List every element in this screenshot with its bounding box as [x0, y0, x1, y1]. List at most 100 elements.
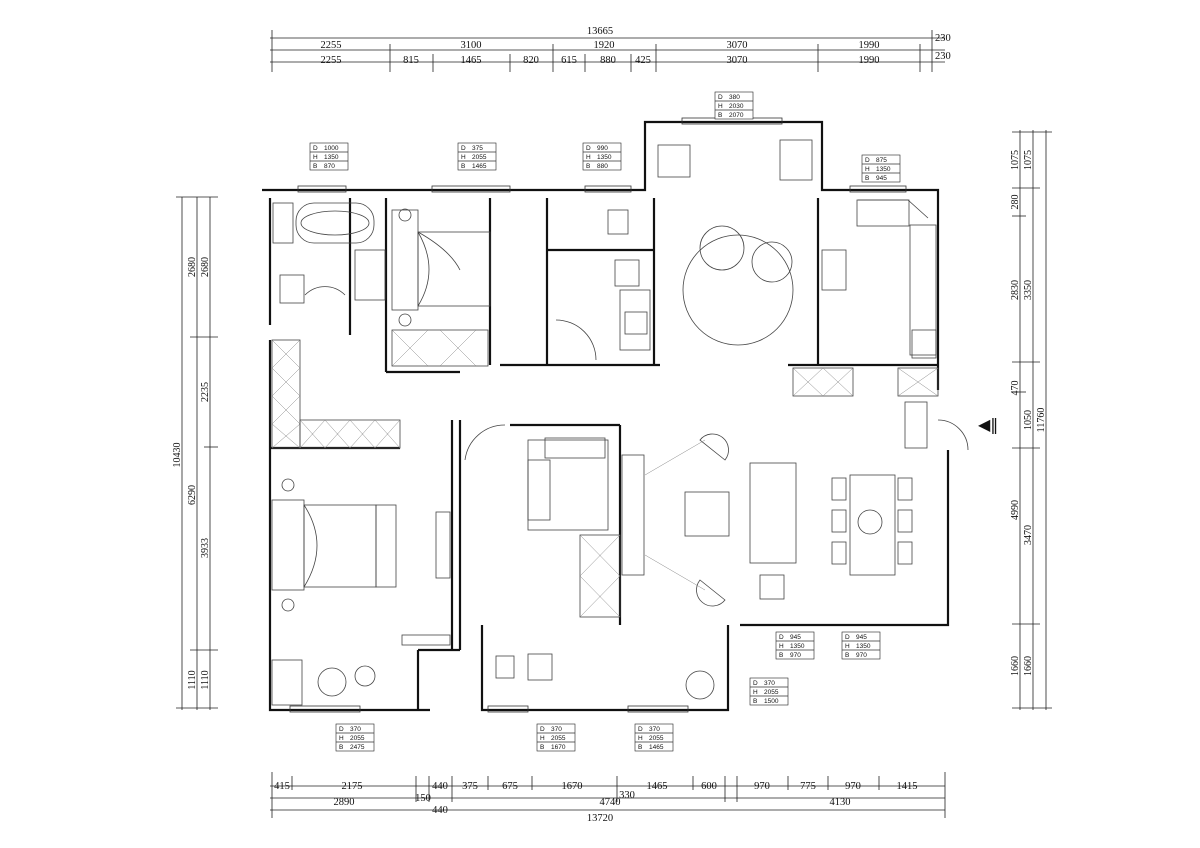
dim-label: 1415: [897, 781, 918, 792]
window-tag-box: [861, 154, 901, 183]
dim-label: 375: [462, 781, 478, 792]
dim-label: 2680: [187, 257, 198, 277]
top-dimension-lines: [270, 30, 945, 72]
window-tag-key: B: [339, 744, 343, 751]
window-tag-key: H: [313, 154, 318, 161]
window-tag-box: [309, 142, 349, 171]
window-tag-box: [841, 631, 881, 660]
window-tag-box: [749, 677, 789, 706]
window-tag-value: 2070: [729, 112, 744, 119]
window-tag-value: 375: [472, 145, 483, 152]
window-tag-value: 1350: [876, 166, 891, 173]
dim-label: 4990: [1010, 500, 1021, 520]
bathroom: [272, 202, 386, 304]
window-tag-key: H: [461, 154, 466, 161]
window-tag-value: 870: [324, 163, 335, 170]
window-tag-key: D: [753, 680, 758, 687]
entrance: [904, 401, 969, 451]
window-tag-box: [457, 142, 497, 171]
left-dims-inner: 2680 2235 3933 1110: [200, 257, 211, 690]
window-tag-value: 1350: [324, 154, 339, 161]
window-tag-key: B: [540, 744, 544, 751]
dim-label: 230: [935, 51, 951, 62]
dim-label: 970: [845, 781, 861, 792]
window-tag-box: [335, 723, 375, 752]
dim-label: 3070: [727, 55, 748, 66]
window-tag-key: B: [845, 652, 849, 659]
dim-label: 2235: [200, 382, 211, 402]
window-tag-box: [536, 723, 576, 752]
window-tag-key: H: [779, 643, 784, 650]
dim-label: 230: [935, 33, 951, 44]
bottom-dimension-lines: [270, 772, 946, 818]
window-tag-value: 875: [876, 157, 887, 164]
dim-label: 4130: [830, 797, 851, 808]
window-tag-value: 370: [649, 726, 660, 733]
dim-label: 775: [800, 781, 816, 792]
dim-label: 6290: [187, 485, 198, 505]
window-tag-value: 970: [856, 652, 867, 659]
top-dims-row1: 2255 3100 1920 3070 1990 230: [321, 33, 951, 51]
window-tag-key: B: [779, 652, 783, 659]
dim-label: 280: [1010, 195, 1021, 210]
study: [464, 424, 645, 576]
windows: [289, 117, 907, 713]
kitchen: [821, 199, 937, 359]
dim-label: 1110: [200, 670, 211, 689]
left-dimension-lines: [176, 196, 218, 710]
window-tag-value: 1000: [324, 145, 339, 152]
dim-label: 820: [523, 55, 539, 66]
window-tag-key: B: [313, 163, 317, 170]
dim-label: 675: [502, 781, 518, 792]
window-tag-value: 945: [856, 634, 867, 641]
window-tag-value: 370: [764, 680, 775, 687]
window-tag-key: H: [586, 154, 591, 161]
bottom-dims-row2: 2890 440 4740 330 4130: [334, 790, 851, 816]
window-tag-key: H: [718, 103, 723, 110]
window-tag-value: 945: [790, 634, 801, 641]
window-tag-value: 970: [790, 652, 801, 659]
window-tag-value: 2055: [350, 735, 365, 742]
dim-label: 815: [403, 55, 419, 66]
window-tag-value: 380: [729, 94, 740, 101]
small-bath: [555, 209, 651, 361]
bottom-total-dim: 13720: [587, 813, 613, 824]
window-tag-value: 2030: [729, 103, 744, 110]
window-tag-value: 1465: [649, 744, 664, 751]
dim-label: 1075: [1023, 150, 1034, 170]
dim-label: 440: [432, 805, 448, 816]
dim-label: 150: [415, 793, 431, 804]
window-tag-value: 1670: [551, 744, 566, 751]
dim-label: 1075: [1010, 150, 1021, 170]
window-tag-key: D: [865, 157, 870, 164]
window-tag-key: D: [339, 726, 344, 733]
dim-label: 440: [432, 781, 448, 792]
window-tag-value: 370: [551, 726, 562, 733]
dim-label: 425: [635, 55, 651, 66]
window-tag-value: 2055: [649, 735, 664, 742]
dim-label: 1990: [859, 55, 880, 66]
window-tag-value: 2475: [350, 744, 365, 751]
dim-label: 1920: [594, 40, 615, 51]
window-tag-box: [582, 142, 622, 171]
dim-label: 1465: [647, 781, 668, 792]
window-tag-value: 945: [876, 175, 887, 182]
window-tag-key: H: [865, 166, 870, 173]
window-tag-key: B: [586, 163, 590, 170]
window-tag-key: B: [638, 744, 642, 751]
window-tag-key: B: [753, 698, 757, 705]
right-dims-inner: 1075 280 2830 470 4990 1660: [1010, 150, 1021, 676]
dim-label: 3350: [1023, 280, 1034, 300]
window-tag-key: B: [865, 175, 869, 182]
window-tag-key: D: [461, 145, 466, 152]
balcony: [495, 653, 715, 700]
dim-label: 1660: [1023, 656, 1034, 676]
window-tag-key: B: [461, 163, 465, 170]
window-tag-key: H: [845, 643, 850, 650]
